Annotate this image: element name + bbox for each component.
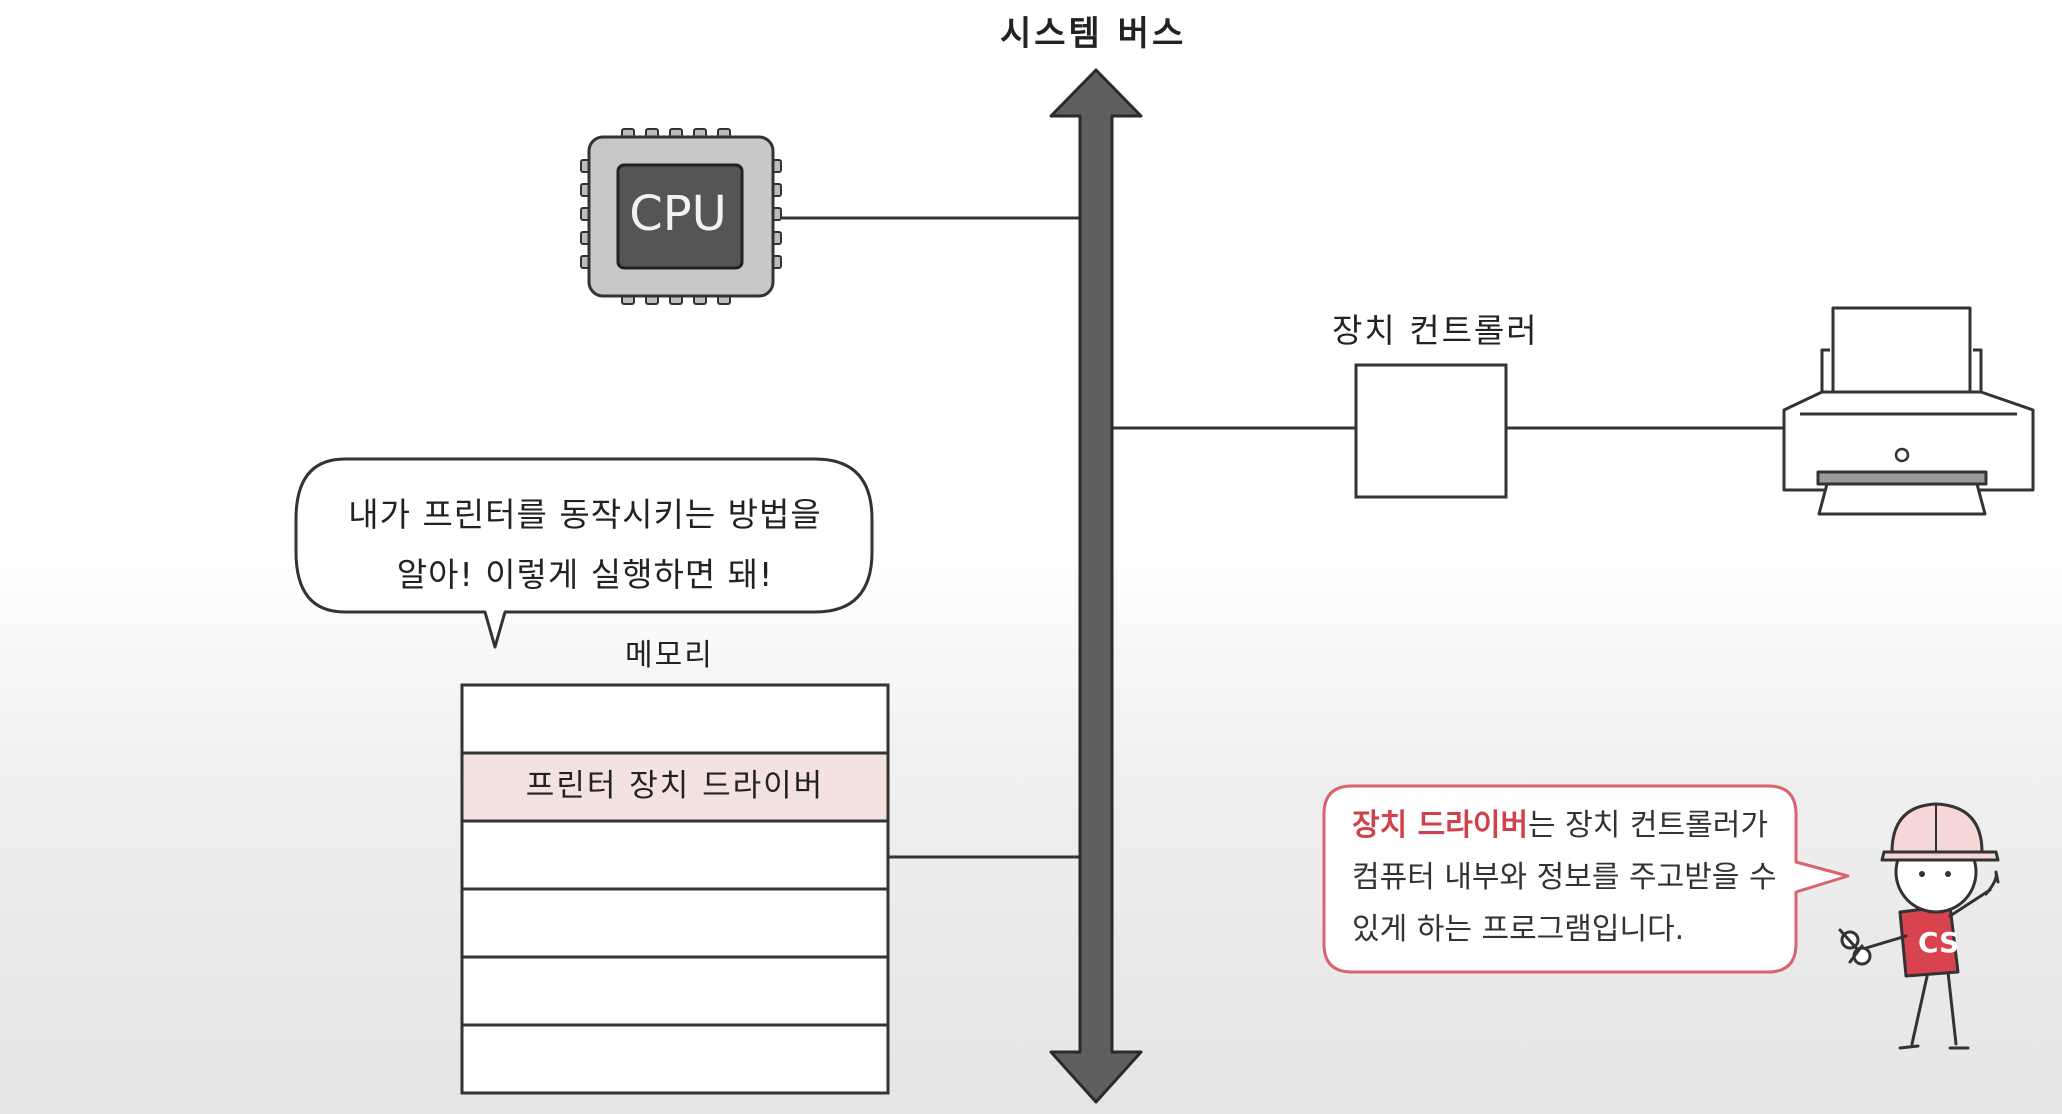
memory-row — [460, 955, 890, 1027]
memory-row — [460, 683, 890, 755]
note-body: 는 장치 컨트롤러가 컴퓨터 내부와 정보를 주고받을 수 있게 하는 프로그램… — [1352, 808, 1777, 947]
speech-bubble — [294, 457, 874, 649]
system-bus-arrow — [1049, 68, 1143, 1104]
memory-row — [460, 887, 890, 959]
memory-row — [460, 1023, 890, 1095]
printer-icon — [1782, 306, 2035, 516]
device-controller-box — [1354, 363, 1508, 499]
speech-line-2: 알아! 이렇게 실행하면 돼! — [396, 555, 774, 594]
memory-table — [460, 683, 890, 1095]
cpu-chip-icon — [580, 128, 782, 305]
system-bus-title: 시스템 버스 — [1000, 14, 1187, 54]
speech-line-1: 내가 프린터를 동작시키는 방법을 — [348, 495, 822, 534]
memory-row-driver — [460, 751, 890, 823]
cpu-label: CPU — [629, 186, 727, 242]
note-highlight: 장치 드라이버 — [1352, 808, 1529, 843]
device-controller-label: 장치 컨트롤러 — [1332, 311, 1539, 350]
speech-bubble-text: 내가 프린터를 동작시키는 방법을 알아! 이렇게 실행하면 돼! — [300, 485, 870, 605]
note-text: 장치 드라이버는 장치 컨트롤러가 컴퓨터 내부와 정보를 주고받을 수 있게 … — [1352, 800, 1792, 956]
mascot-icon — [1838, 802, 2000, 1050]
memory-title: 메모리 — [625, 638, 714, 673]
printer-driver-label: 프린터 장치 드라이버 — [525, 768, 825, 804]
memory-row — [460, 819, 890, 891]
note-box — [1322, 784, 1850, 974]
mascot-badge: CS — [1918, 926, 1960, 959]
